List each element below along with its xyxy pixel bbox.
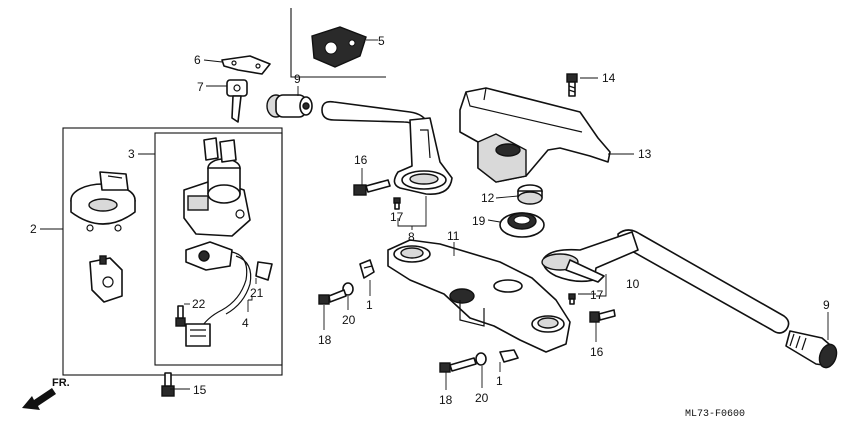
key-part-7 xyxy=(226,79,248,123)
bolt-part-16-right xyxy=(589,309,616,323)
front-direction-arrow-icon: FR. xyxy=(22,377,70,410)
left-handlebar-part-8 xyxy=(321,100,453,195)
cover-part-13 xyxy=(459,87,611,183)
callout-3: 3 xyxy=(128,147,135,161)
ignition-switch-part-3 xyxy=(183,137,251,237)
drawing-code: ML73-F0600 xyxy=(685,409,745,420)
washer-part-20-lower xyxy=(475,352,487,366)
callout-20-upper: 20 xyxy=(342,313,356,327)
callout-19: 19 xyxy=(472,214,486,228)
callout-22: 22 xyxy=(192,297,206,311)
bolt-part-18-upper xyxy=(318,289,347,305)
callout-17-right: 17 xyxy=(590,288,604,302)
bolt-part-16-left xyxy=(353,179,391,196)
top-bridge-part-11 xyxy=(387,239,571,353)
plate-part-6 xyxy=(221,55,271,75)
lock-bracket-part-2 xyxy=(89,255,123,303)
grip-end-part-9-top xyxy=(266,94,313,118)
callout-21: 21 xyxy=(250,286,264,300)
leader-lines xyxy=(40,39,829,390)
callout-1-upper: 1 xyxy=(366,298,373,312)
nut-part-19 xyxy=(499,212,545,238)
right-handlebar-part-10 xyxy=(541,229,790,334)
callout-labels: 5 6 7 9 3 2 14 13 16 12 17 19 8 11 10 17… xyxy=(30,34,830,407)
callout-18-lower: 18 xyxy=(439,393,453,407)
front-direction-label: FR. xyxy=(52,377,70,389)
callout-10: 10 xyxy=(626,277,640,291)
callout-5: 5 xyxy=(378,34,385,48)
callout-13: 13 xyxy=(638,147,652,161)
screw-part-22 xyxy=(175,305,186,327)
callout-9-top: 9 xyxy=(294,72,301,86)
callout-1-lower: 1 xyxy=(496,374,503,388)
screw-part-17-right xyxy=(568,293,576,305)
clip-part-1-lower xyxy=(499,349,519,363)
bolt-part-14 xyxy=(566,73,578,97)
frame-part-2 xyxy=(62,127,283,376)
callout-9-right: 9 xyxy=(823,298,830,312)
callout-15: 15 xyxy=(193,383,207,397)
bolt-part-15 xyxy=(161,372,175,397)
callout-4: 4 xyxy=(242,316,249,330)
callout-17-left: 17 xyxy=(390,210,404,224)
clip-part-21 xyxy=(255,261,273,281)
screw-part-17-left xyxy=(393,197,401,210)
callout-8: 8 xyxy=(408,230,415,244)
cap-part-12 xyxy=(517,184,543,205)
callout-14: 14 xyxy=(602,71,616,85)
frame-part-3 xyxy=(154,132,283,366)
callout-2: 2 xyxy=(30,222,37,236)
callout-11: 11 xyxy=(447,229,460,243)
callout-16-right: 16 xyxy=(590,345,604,359)
callout-7: 7 xyxy=(197,80,204,94)
lock-cover-part-2 xyxy=(70,171,136,232)
inset-frame-part-5 xyxy=(290,8,386,78)
callout-18-upper: 18 xyxy=(318,333,332,347)
bolt-part-18-lower xyxy=(439,357,477,373)
callout-20-lower: 20 xyxy=(475,391,489,405)
clip-part-1-upper xyxy=(359,259,375,279)
callout-12: 12 xyxy=(481,191,495,205)
bracket-part-5 xyxy=(311,26,367,68)
callout-16-left: 16 xyxy=(354,153,368,167)
grip-end-part-9-right xyxy=(785,330,838,369)
switch-base-part-4 xyxy=(185,241,252,347)
callout-6: 6 xyxy=(194,53,201,67)
